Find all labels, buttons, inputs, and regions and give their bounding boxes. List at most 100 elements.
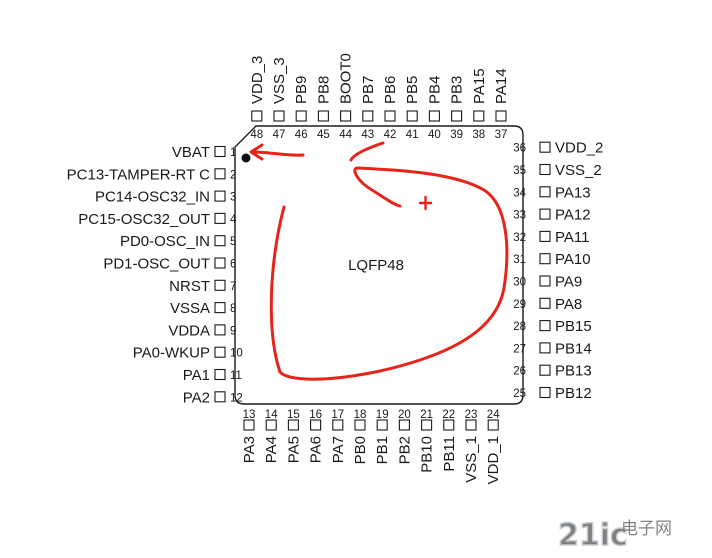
pin-number-28: 28 — [513, 321, 526, 333]
pin-name-46: PB9 — [293, 76, 310, 104]
pin-name-29: PA8 — [555, 296, 582, 313]
pin-name-11: PA1 — [183, 367, 210, 384]
pin-number-8: 8 — [230, 303, 236, 315]
pin-pad-5 — [214, 235, 226, 247]
pin-name-9: VDDA — [168, 322, 210, 339]
pin-number-10: 10 — [230, 348, 243, 360]
svg-text:21ic: 21ic — [558, 518, 628, 553]
pin-number-43: 43 — [361, 129, 374, 141]
pin-pad-45 — [317, 110, 329, 122]
pin-pad-11 — [214, 368, 226, 381]
pin-pad-29 — [539, 297, 551, 309]
pin-name-31: PA10 — [555, 251, 591, 268]
pin-name-38: PA15 — [471, 68, 488, 104]
red-plus-mark — [418, 195, 433, 211]
pin-pad-42 — [384, 110, 396, 122]
pin-name-42: PB6 — [382, 76, 399, 104]
pin-number-45: 45 — [317, 129, 330, 141]
pin-pad-16 — [310, 419, 322, 431]
svg-text:电子网: 电子网 — [621, 519, 672, 539]
pin-pad-35 — [539, 163, 551, 176]
top-pins-group: 37PA1438PA1539PB340PB441PB542PB643PB744B… — [249, 53, 510, 141]
pin-name-18: PB0 — [352, 436, 369, 464]
pin-pad-38 — [473, 110, 485, 122]
pin-number-16: 16 — [309, 409, 322, 421]
pin-number-39: 39 — [450, 129, 463, 141]
pin-name-47: VSS_3 — [271, 57, 288, 104]
pin-number-27: 27 — [513, 343, 526, 355]
pin-number-19: 19 — [376, 409, 389, 421]
pin-pad-34 — [539, 186, 551, 198]
pin-name-34: PA13 — [555, 184, 591, 201]
pin-name-35: VSS_2 — [555, 162, 602, 179]
pin-pad-37 — [495, 110, 507, 122]
package-label: LQFP48 — [348, 257, 404, 274]
pin-number-47: 47 — [273, 129, 286, 141]
pin-pad-36 — [539, 141, 551, 153]
pin-number-29: 29 — [513, 299, 526, 311]
pin-number-46: 46 — [295, 129, 308, 141]
pin-name-17: PA7 — [330, 436, 347, 463]
pin-name-41: PB5 — [404, 76, 421, 104]
pin-number-6: 6 — [230, 259, 236, 271]
pin-number-15: 15 — [287, 409, 300, 421]
pin-name-33: PA12 — [555, 207, 591, 224]
pin-pad-43 — [362, 110, 374, 122]
pin-number-34: 34 — [513, 187, 526, 199]
pin-pad-47 — [273, 110, 285, 122]
pin-pad-23 — [465, 419, 477, 431]
pin-pad-44 — [340, 110, 352, 122]
pin-pad-21 — [421, 419, 433, 431]
pin-name-5: PD0-OSC_IN — [120, 233, 210, 250]
pin-name-21: PB10 — [419, 436, 436, 473]
pin-number-5: 5 — [230, 236, 236, 248]
pin-name-36: VDD_2 — [555, 140, 603, 157]
pin-pad-24 — [487, 419, 499, 431]
pin-pad-10 — [214, 346, 226, 358]
pin-name-30: PA9 — [555, 274, 582, 291]
pin-name-25: PB12 — [555, 385, 592, 402]
pin-pad-9 — [214, 324, 226, 336]
pin-number-48: 48 — [250, 129, 263, 141]
pin-number-9: 9 — [230, 325, 236, 337]
red-arrow-pin43 — [349, 141, 385, 162]
pin-number-12: 12 — [230, 392, 243, 404]
pin-pad-40 — [428, 110, 440, 122]
pin-name-24: VDD_1 — [485, 436, 502, 484]
pin-pad-4 — [214, 212, 226, 224]
pin-number-42: 42 — [384, 129, 397, 141]
pin-name-2: PC13-TAMPER-RT C — [67, 166, 211, 183]
watermark-logo: 21ic 电子网 — [557, 517, 672, 554]
pin-number-33: 33 — [513, 210, 526, 222]
pin-name-22: PB11 — [441, 436, 458, 472]
pin-number-31: 31 — [513, 254, 526, 266]
pin-name-40: PB4 — [426, 76, 443, 104]
pin-pad-7 — [214, 279, 226, 291]
pin-name-32: PA11 — [555, 229, 589, 246]
pin-name-39: PB3 — [449, 76, 466, 104]
pin-number-26: 26 — [513, 366, 526, 378]
pin-name-45: PB8 — [315, 76, 332, 104]
pin-number-40: 40 — [428, 129, 441, 141]
pin-pad-6 — [214, 257, 226, 269]
pin-number-1: 1 — [230, 147, 236, 159]
pin-pad-1 — [214, 145, 226, 158]
pin-number-44: 44 — [339, 129, 352, 141]
package-body — [234, 125, 524, 405]
pin-name-16: PA6 — [308, 436, 325, 463]
pin-pad-46 — [295, 110, 307, 122]
pin-name-7: NRST — [169, 278, 210, 295]
pin-number-4: 4 — [230, 214, 237, 226]
pin-number-3: 3 — [230, 192, 236, 204]
pin-pad-2 — [214, 168, 226, 180]
pin-pad-15 — [287, 419, 299, 431]
red-arrow-to-pin1 — [253, 150, 305, 157]
pin-pad-26 — [539, 364, 551, 376]
pin-number-38: 38 — [472, 129, 485, 141]
pin-pad-14 — [265, 419, 277, 431]
pin-pad-19 — [376, 419, 388, 431]
pin-pad-30 — [539, 275, 551, 287]
pin-pad-39 — [451, 110, 463, 122]
pin-name-8: VSSA — [170, 300, 210, 317]
